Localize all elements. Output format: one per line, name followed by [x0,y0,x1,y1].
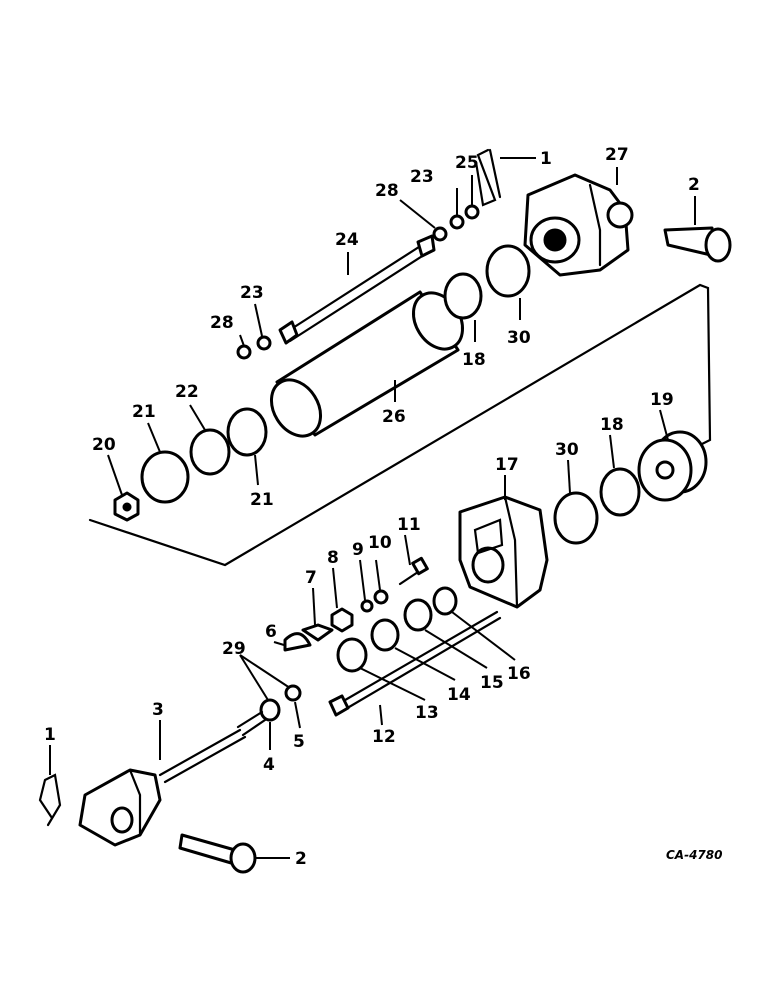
part-1-hair-clip-top [474,148,502,207]
callout-2-top: 2 [688,175,700,195]
part-25-seal [464,204,480,220]
callout-17: 17 [495,455,519,475]
part-28-washer-top [432,226,448,242]
part-11-bolt [398,556,429,586]
part-23-seal-left [256,335,272,351]
part-13-seal [336,637,368,673]
callout-19: 19 [650,390,674,410]
callout-2-bottom: 2 [295,849,307,869]
part-21-ring-right [226,407,268,457]
part-15-seal [403,598,433,632]
callout-29: 29 [222,639,246,659]
callout-26: 26 [382,407,406,427]
callout-12: 12 [372,727,396,747]
part-5-ring [284,684,302,702]
assembly-bracket-outline [88,283,712,567]
callout-23-top: 23 [410,167,434,187]
callout-5: 5 [293,732,305,752]
part-14-seal [370,618,400,652]
callout-6: 6 [265,622,277,642]
part-18-seal-top [443,272,483,320]
part-22-ring [189,428,231,476]
part-30-seal-bottom [553,491,599,545]
figure-code: CA-4780 [666,848,722,862]
part-28-washer-left [236,344,252,360]
callout-28-left: 28 [210,313,234,333]
part-2-pin-top [663,226,732,263]
part-10-seal [373,589,389,605]
callout-4: 4 [263,755,275,775]
callout-18-bottom: 18 [600,415,624,435]
callout-10: 10 [368,533,392,553]
callout-3: 3 [152,700,164,720]
part-7-clip [301,623,334,642]
callout-20: 20 [92,435,116,455]
part-21-ring-left [140,450,190,504]
callout-1-bottom: 1 [44,725,56,745]
part-17-rod-end-cap [458,495,549,609]
callout-11: 11 [397,515,421,535]
callout-25: 25 [455,153,479,173]
callout-22: 22 [175,382,199,402]
part-23-seal-top [449,214,465,230]
part-18-seal-bottom [599,467,641,517]
callout-16: 16 [507,664,531,684]
callout-14: 14 [447,685,471,705]
callout-21-left: 21 [132,402,156,422]
callout-24: 24 [335,230,359,250]
part-4-retaining-ring [259,698,281,722]
callout-7: 7 [305,568,317,588]
callout-21-right: 21 [250,490,274,510]
part-8-nut [330,607,354,633]
part-1-hair-clip-bottom [38,773,62,827]
part-16-seal [432,586,458,616]
part-9-seal [360,599,374,613]
leader-lines [49,157,696,859]
callout-13: 13 [415,703,439,723]
callout-30-bottom: 30 [555,440,579,460]
part-19-piston [637,430,708,502]
callout-1-top: 1 [540,149,552,169]
part-27-end-cap [523,173,634,277]
callout-30-top: 30 [507,328,531,348]
part-6-key [283,632,312,652]
part-30-seal-top [485,244,531,298]
part-3-clevis-rod [78,710,267,847]
callout-23-left: 23 [240,283,264,303]
part-2-pin-bottom [178,833,257,874]
callout-28-top: 28 [375,181,399,201]
part-24-tie-rod [278,234,436,345]
part-26-cylinder-tube [269,290,465,438]
callout-15: 15 [480,673,504,693]
part-20-nut [113,491,140,522]
callout-8: 8 [327,548,339,568]
callout-numbers: 1 27 2 25 23 28 24 23 28 18 30 22 21 26 … [44,145,722,869]
callout-27: 27 [605,145,629,165]
callout-18-top: 18 [462,350,486,370]
callout-9: 9 [352,540,364,560]
